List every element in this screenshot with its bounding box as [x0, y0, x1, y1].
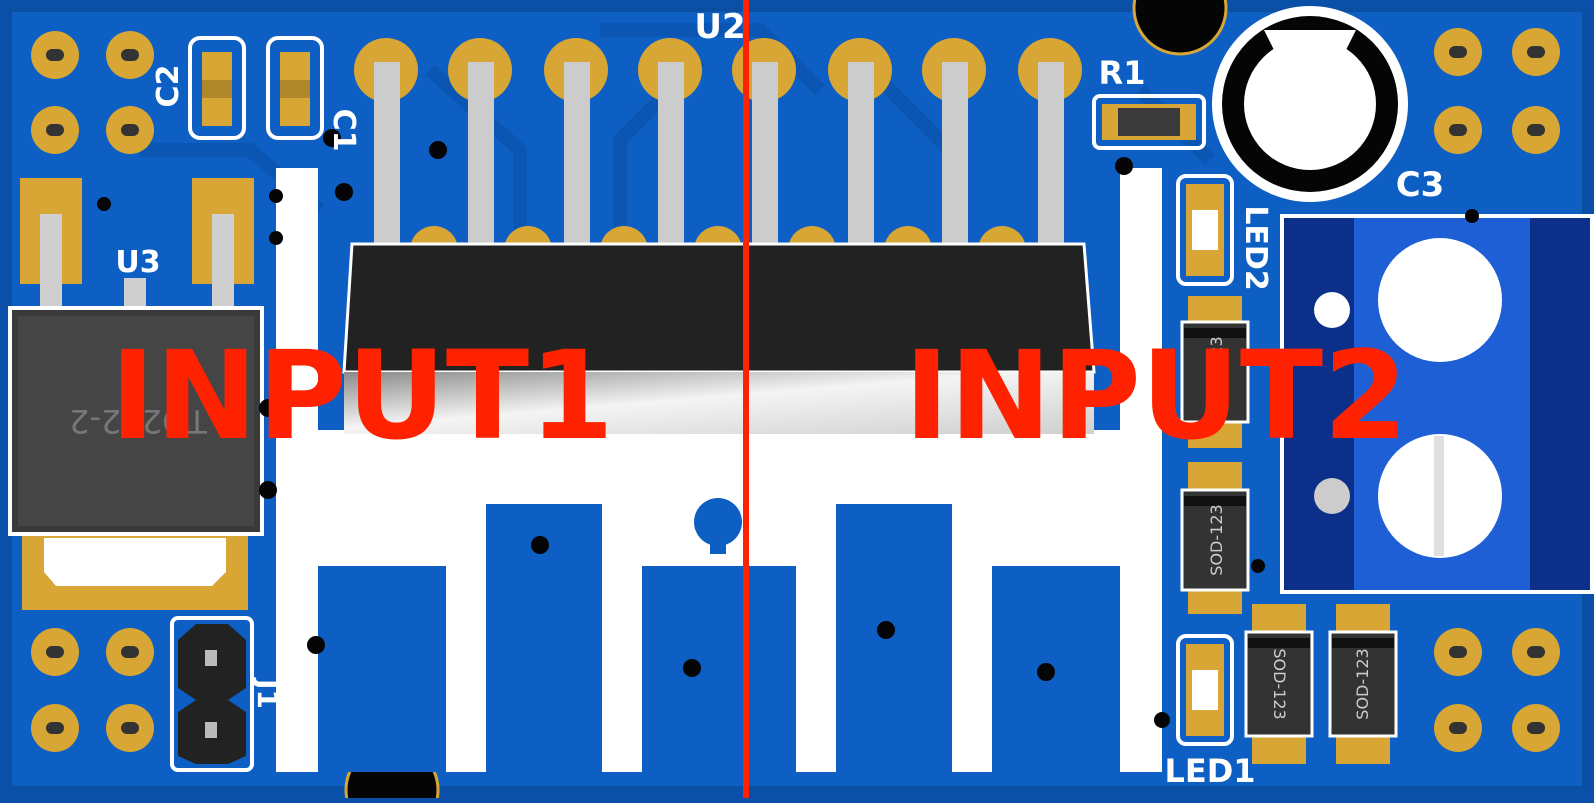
header-pads-right-bottom [1434, 628, 1560, 752]
header-pads-left-bottom [31, 628, 154, 752]
mounting-hole [1132, 0, 1228, 56]
label-u3: U3 [115, 245, 160, 280]
label-r1: R1 [1099, 54, 1146, 92]
overlay-input2: INPUT2 [904, 325, 1408, 467]
diode-d2-package-text: SOD-123 [1207, 504, 1226, 575]
capacitor-c2 [188, 36, 246, 140]
led-led2 [1176, 174, 1234, 286]
header-pads-left-top [31, 31, 154, 154]
heatsink-slots [318, 498, 1120, 772]
capacitor-c1 [266, 36, 324, 140]
jumper-j1 [170, 616, 254, 772]
label-led1: LED1 [1164, 752, 1255, 790]
diode-d1-package-text: SOD-123 [1207, 336, 1226, 407]
diode-d3 [1244, 604, 1314, 764]
label-c2: C2 [151, 65, 186, 108]
terminal-block [1280, 214, 1594, 594]
label-led2: LED2 [1238, 205, 1273, 290]
chip-u2-body [342, 242, 1096, 434]
diode-d4 [1328, 604, 1398, 764]
capacitor-c3 [1212, 6, 1408, 202]
label-j1: J1 [251, 677, 284, 709]
heatsink [276, 168, 1162, 772]
overlay-input1: INPUT1 [110, 325, 614, 467]
label-u2: U2 [694, 7, 745, 47]
label-c3: C3 [1396, 165, 1445, 205]
resistor-r1 [1092, 94, 1206, 150]
diode-d1 [1180, 296, 1250, 448]
header-pads-right-top [1434, 28, 1560, 154]
u3-package-text: TO252-2 [69, 402, 208, 440]
diode-d4-package-text: SOD-123 [1353, 648, 1372, 719]
diode-d3-package-text: SOD-123 [1270, 648, 1289, 719]
led-led1 [1176, 634, 1234, 746]
label-c1: C1 [326, 109, 361, 152]
vias [97, 129, 1479, 728]
regulator-u3 [8, 178, 264, 610]
diode-d2 [1180, 462, 1250, 614]
